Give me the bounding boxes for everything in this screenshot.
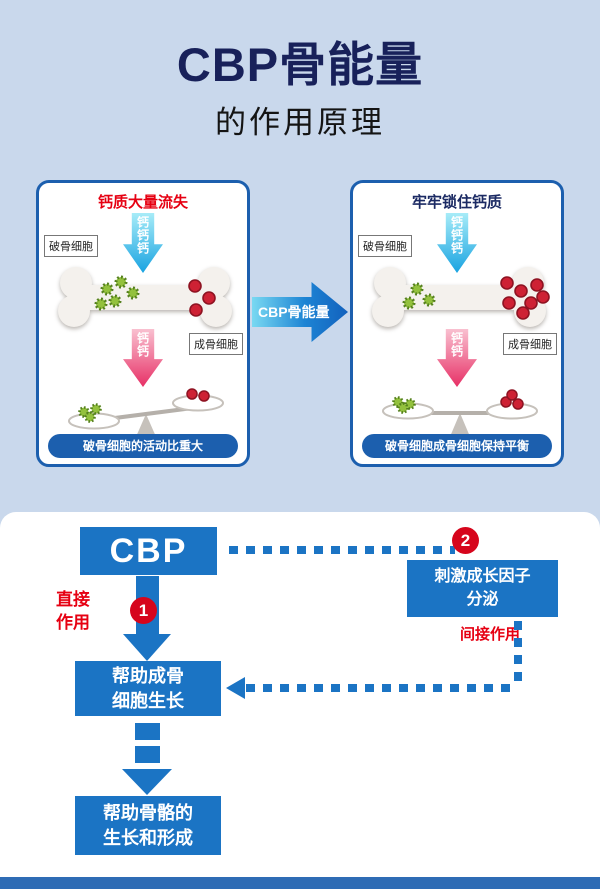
- stimulate-growth-factor-box: 刺激成长因子 分泌: [407, 560, 558, 617]
- segmented-arrow-segment: [135, 723, 160, 740]
- calcium-out-text: 钙钙: [135, 332, 150, 358]
- calcium-out-arrow-icon: 钙钙: [437, 329, 477, 387]
- osteoclast-label: 破骨细胞: [44, 235, 98, 257]
- bottom-accent-bar: [0, 877, 600, 889]
- step-2-badge: 2: [452, 527, 479, 554]
- help-osteoblast-box: 帮助成骨 细胞生长: [75, 661, 221, 716]
- cbp-box-label: CBP: [109, 531, 188, 570]
- cbp-arrow-label: CBP骨能量: [258, 304, 330, 320]
- panel-title: 钙质大量流失: [97, 194, 188, 211]
- cbp-box: CBP: [80, 527, 217, 575]
- osteoblast-cells-icon: [186, 388, 210, 402]
- stimulate-line1: 刺激成长因子: [434, 568, 531, 586]
- calcium-out-arrow-icon: 钙钙: [123, 329, 163, 387]
- bone-icon: [58, 267, 232, 327]
- page-title: CBP骨能量: [176, 38, 424, 91]
- left-arrowhead-icon: [226, 677, 245, 699]
- direct-line2: 作用: [56, 612, 90, 632]
- osteoblast-label: 成骨细胞: [503, 333, 557, 355]
- step-1-badge: 1: [130, 597, 157, 624]
- cbp-transition-arrow-icon: CBP骨能量: [252, 282, 348, 342]
- calcium-out-text: 钙钙: [449, 332, 464, 358]
- help-bone-line2: 生长和形成: [103, 827, 193, 848]
- osteoclast-label: 破骨细胞: [358, 235, 412, 257]
- osteoblast-label: 成骨细胞: [189, 333, 243, 355]
- panel-calcium-loss: 钙质大量流失 钙钙钙 破骨细胞 钙钙 成骨细胞: [36, 180, 250, 467]
- down-arrowhead-icon: [123, 634, 171, 661]
- segmented-arrowhead-icon: [122, 769, 172, 795]
- indirect-effect-label: 间接作用: [460, 626, 521, 643]
- dotted-line-to-badge2: [229, 546, 455, 554]
- page-subtitle: 的作用原理: [215, 105, 385, 140]
- osteoblast-cells-icon: [500, 276, 550, 320]
- calcium-in-text: 钙钙钙: [449, 216, 464, 255]
- calcium-in-text: 钙钙钙: [135, 216, 150, 255]
- stimulate-line2: 分泌: [466, 590, 499, 608]
- osteoblast-cells-icon: [500, 389, 524, 410]
- osteoclast-cells-icon: [78, 403, 102, 423]
- panel-calcium-locked: 牢牢锁住钙质 钙钙钙 破骨细胞 钙钙 成骨细胞: [350, 180, 564, 467]
- osteoclast-cells-icon: [402, 282, 436, 310]
- help-bone-growth-box: 帮助骨骼的 生长和形成: [75, 796, 221, 855]
- dotted-line-vertical: [514, 621, 522, 681]
- bone-icon: [372, 267, 550, 327]
- help-osteoblast-line1: 帮助成骨: [112, 666, 184, 687]
- calcium-in-arrow-icon: 钙钙钙: [437, 213, 477, 273]
- calcium-in-arrow-icon: 钙钙钙: [123, 213, 163, 273]
- help-bone-line1: 帮助骨骼的: [103, 803, 193, 824]
- help-osteoblast-line2: 细胞生长: [112, 690, 184, 711]
- panel-footer: 破骨细胞的活动比重大: [48, 434, 238, 458]
- panel-title: 牢牢锁住钙质: [411, 194, 502, 211]
- osteoblast-cells-icon: [188, 279, 216, 317]
- direct-effect-label: 直接 作用: [56, 589, 90, 635]
- osteoclast-cells-icon: [392, 396, 416, 414]
- osteoclast-cells-icon: [94, 275, 140, 311]
- panel-footer: 破骨细胞成骨细胞保持平衡: [362, 434, 552, 458]
- dotted-line-to-osteoblast-box: [246, 684, 514, 692]
- segmented-arrow-segment: [135, 746, 160, 763]
- direct-line1: 直接: [56, 590, 90, 609]
